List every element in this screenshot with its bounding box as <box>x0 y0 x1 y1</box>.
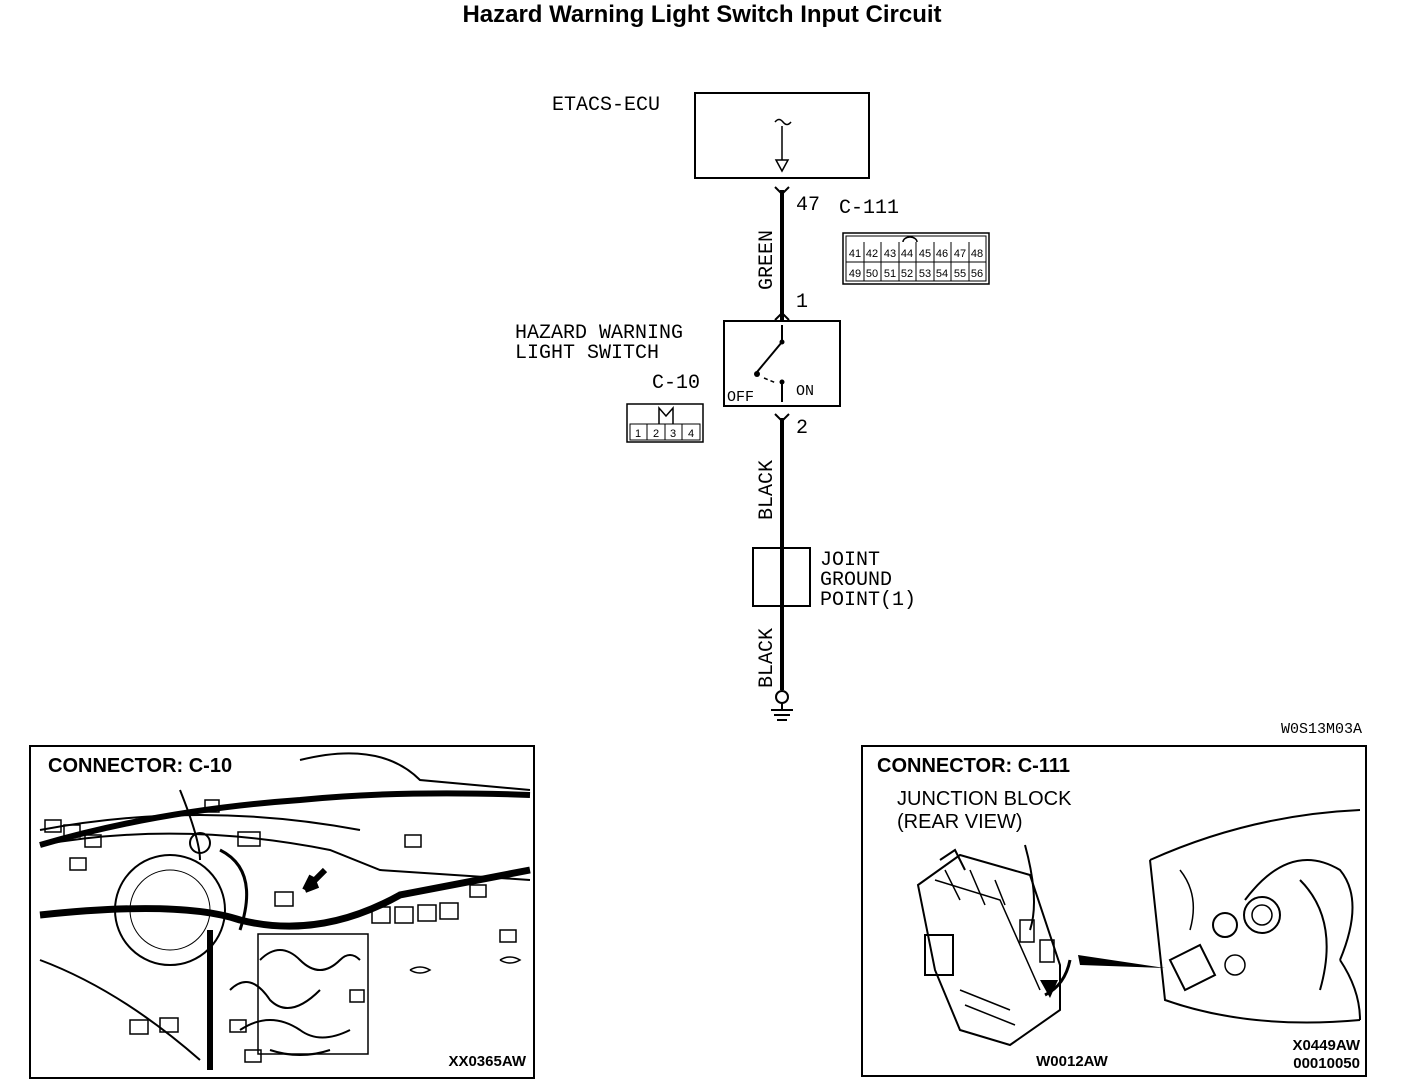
panel-c111-code-right-line2: 00010050 <box>1293 1055 1360 1072</box>
c10-pin: 1 <box>635 428 641 440</box>
wire-black-lower-label: BLACK <box>756 628 779 688</box>
c111-pin: 53 <box>919 268 931 280</box>
c111-pin: 52 <box>901 268 913 280</box>
ecu-pin-number: 47 <box>796 194 820 217</box>
c10-connector-face: 1 2 3 4 <box>626 403 704 443</box>
wire-green-label: GREEN <box>756 230 779 290</box>
joint-ground-label-line2: GROUND <box>820 569 892 592</box>
c10-pin: 3 <box>670 428 676 440</box>
c111-pin: 46 <box>936 248 948 260</box>
ground-icon <box>771 690 793 721</box>
switch-label-line1: HAZARD WARNING <box>515 322 683 345</box>
c111-pin: 45 <box>919 248 931 260</box>
switch-on-label: ON <box>796 383 814 400</box>
arrow-icon <box>1040 959 1072 998</box>
c111-pin: 55 <box>954 268 966 280</box>
switch-off-label: OFF <box>727 389 754 406</box>
dashboard-illustration <box>1149 809 1361 1024</box>
panel-c111-header: CONNECTOR: C-111 <box>877 755 1070 777</box>
arrow-icon <box>302 867 328 893</box>
ecu-input-symbol <box>774 118 792 173</box>
c111-pin: 41 <box>849 248 861 260</box>
pointer-cone-icon <box>1078 955 1165 968</box>
switch-box <box>723 320 841 407</box>
panel-c10-code: XX0365AW <box>448 1053 526 1070</box>
c111-pin: 50 <box>866 268 878 280</box>
panel-c111-subtitle-line2: (REAR VIEW) <box>897 811 1023 833</box>
switch-label-line2: LIGHT SWITCH <box>515 342 659 365</box>
joint-ground-label-line3: POINT(1) <box>820 589 916 612</box>
ecu-label: ETACS-ECU <box>552 94 660 117</box>
c111-pin: 49 <box>849 268 861 280</box>
switch-pin-top: 1 <box>796 291 808 314</box>
junction-block-illustration <box>916 844 1061 1047</box>
ecu-box <box>694 92 870 179</box>
switch-pin-bottom: 2 <box>796 417 808 440</box>
c10-pin: 4 <box>688 428 694 440</box>
c111-pin: 44 <box>901 248 913 260</box>
c111-pin: 54 <box>936 268 948 280</box>
c111-pin: 56 <box>971 268 983 280</box>
c111-pin: 48 <box>971 248 983 260</box>
ecu-connector-id: C-111 <box>839 197 899 220</box>
c111-pin: 47 <box>954 248 966 260</box>
dashboard-harness-illustration <box>39 752 531 1070</box>
c111-connector-face: 41 42 43 44 45 46 47 48 49 50 51 52 53 5… <box>842 232 990 285</box>
switch-contact-symbol <box>754 325 785 402</box>
c111-pin: 51 <box>884 268 896 280</box>
panel-c111-code-left: W0012AW <box>1036 1053 1109 1070</box>
panel-c10: CONNECTOR: C-10 <box>29 745 535 1079</box>
switch-top-connector-mark <box>774 311 790 321</box>
panel-c10-header: CONNECTOR: C-10 <box>48 755 232 777</box>
c10-pin: 2 <box>653 428 659 440</box>
panel-c111: CONNECTOR: C-111 JUNCTION BLOCK (REAR VI… <box>861 745 1367 1077</box>
panel-c111-subtitle-line1: JUNCTION BLOCK <box>897 788 1072 810</box>
joint-ground-label-line1: JOINT <box>820 549 880 572</box>
switch-connector-id: C-10 <box>652 372 700 395</box>
c111-pin: 42 <box>866 248 878 260</box>
drawing-code: W0S13M03A <box>1281 721 1362 738</box>
wire-black-upper-label: BLACK <box>756 460 779 520</box>
page-title: Hazard Warning Light Switch Input Circui… <box>462 1 941 28</box>
panel-c111-code-right-line1: X0449AW <box>1292 1037 1360 1054</box>
c111-pin: 43 <box>884 248 896 260</box>
